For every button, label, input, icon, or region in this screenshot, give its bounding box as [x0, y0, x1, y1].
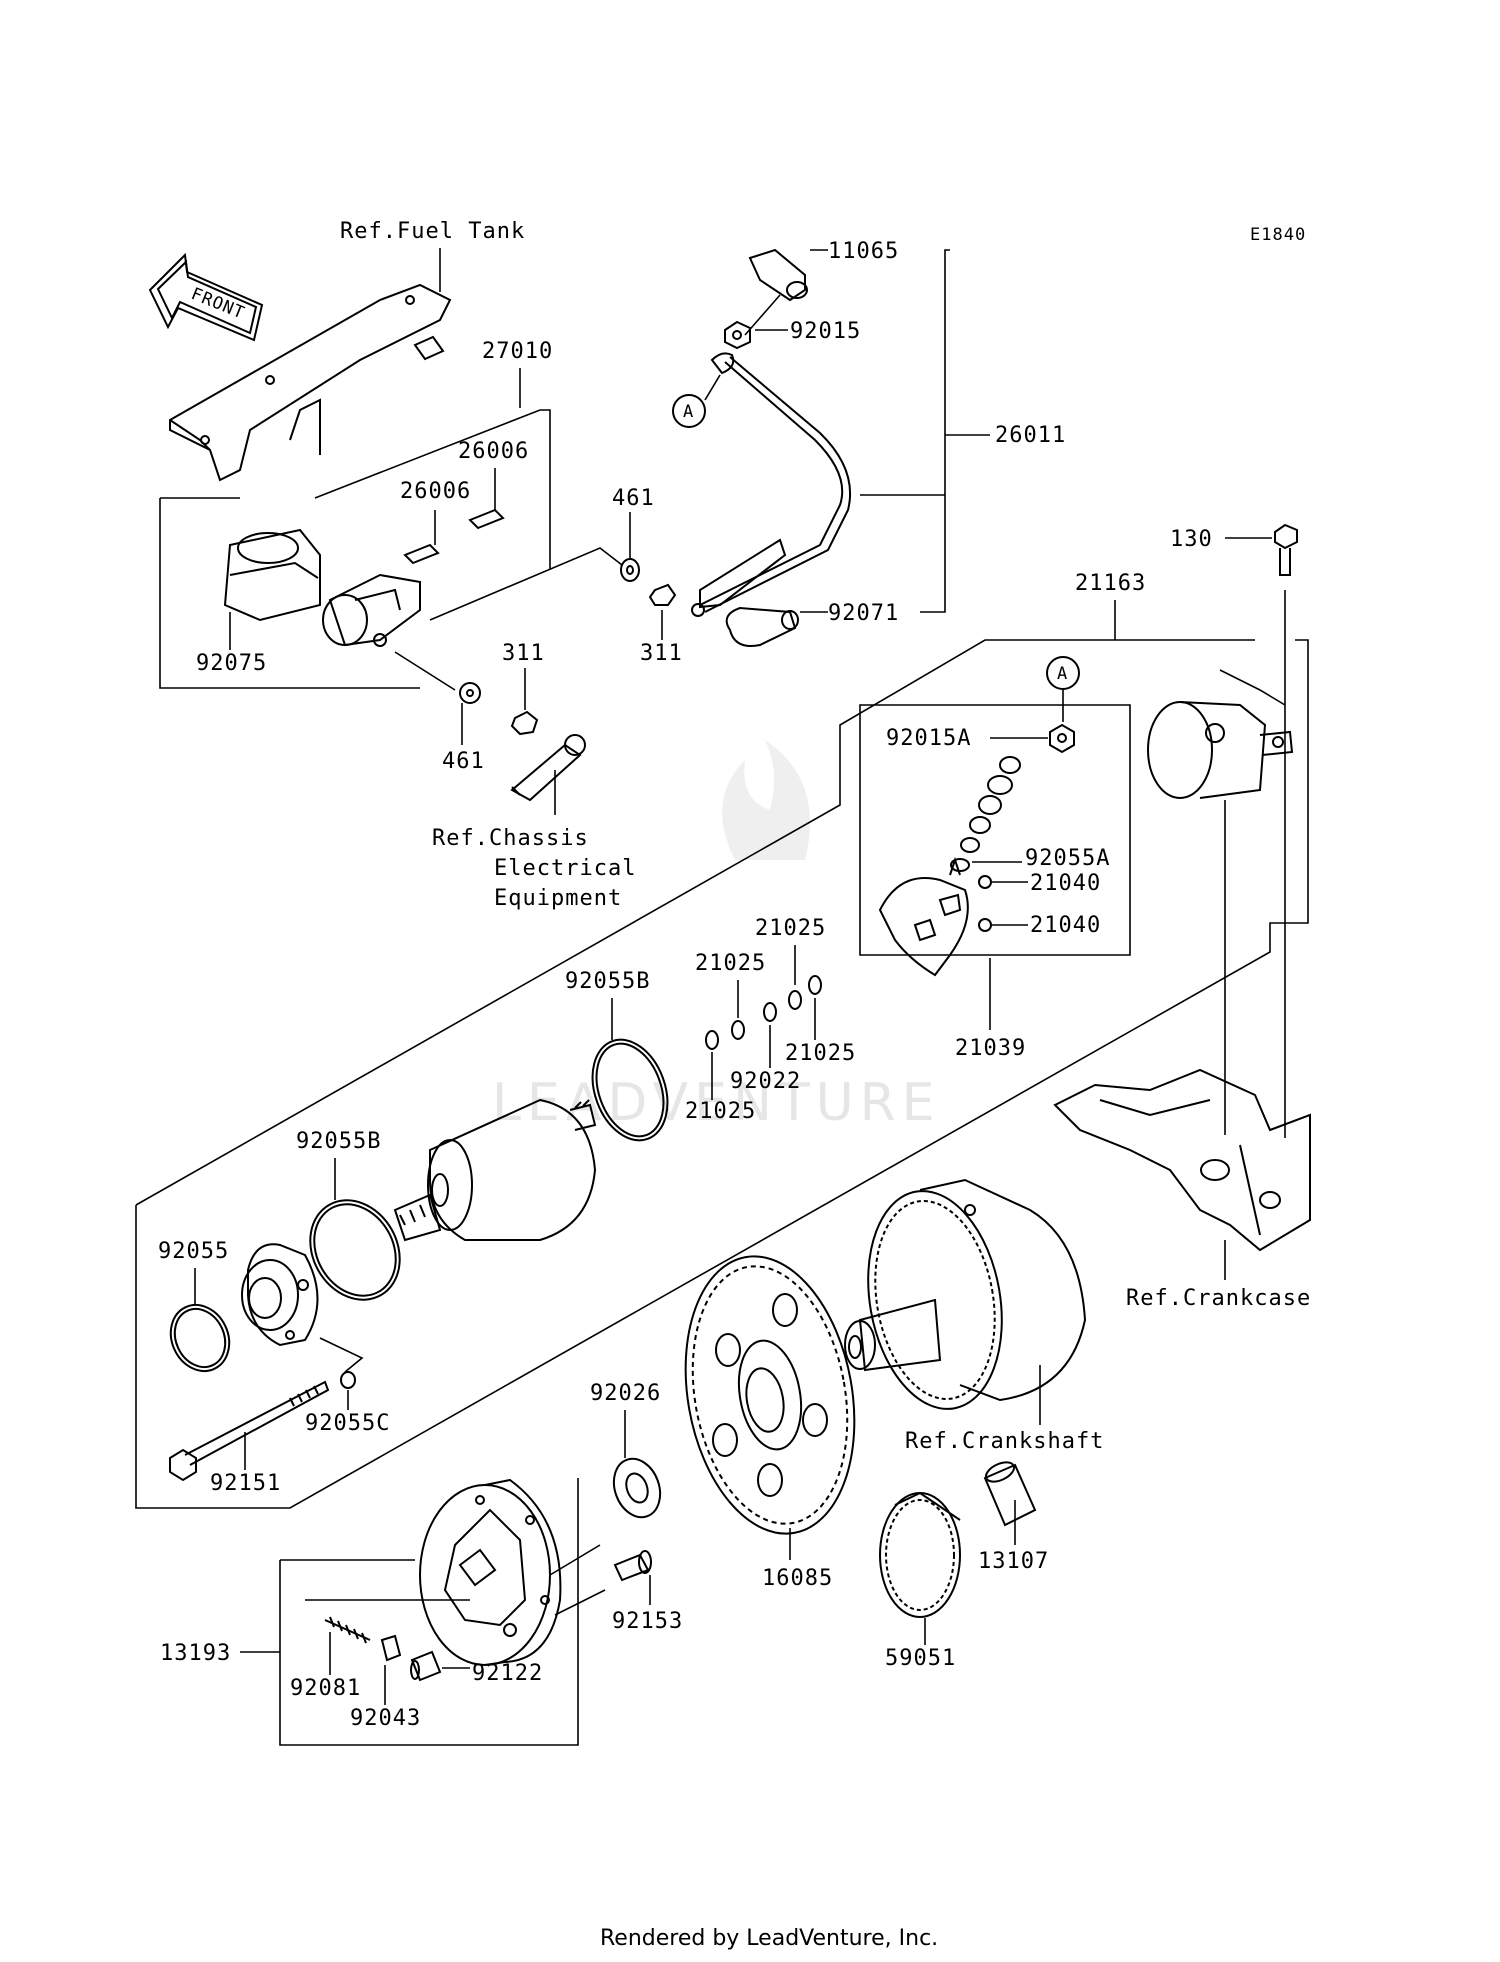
part-92015: 92015: [790, 319, 861, 344]
part-92055A: 92055A: [1025, 846, 1110, 871]
ref-chassis-2: Electrical: [494, 856, 636, 881]
part-92151: 92151: [210, 1471, 281, 1496]
part-27010: 27010: [482, 339, 553, 364]
ref-crankcase: Ref.Crankcase: [1126, 1286, 1311, 1311]
washer-stack: [960, 756, 1021, 853]
part-26011: 26011: [995, 423, 1066, 448]
part-16085: 16085: [762, 1566, 833, 1591]
one-way-clutch: [419, 1478, 562, 1666]
front-arrow-icon: FRONT: [148, 252, 264, 342]
part-21025-c: 21025: [785, 1041, 856, 1066]
nut-311-upper: [648, 583, 677, 606]
part-461-b: 461: [442, 749, 485, 774]
shaft-13107: [983, 1461, 1037, 1527]
callout-a-upper-letter: A: [683, 402, 694, 422]
part-21040-b: 21040: [1030, 913, 1101, 938]
idler-gear-59051: [879, 1491, 961, 1618]
part-92122: 92122: [472, 1661, 543, 1686]
bolt-130: [1274, 523, 1298, 576]
part-92022: 92022: [730, 1069, 801, 1094]
part-21025-a: 21025: [755, 916, 826, 941]
part-311-a: 311: [640, 641, 683, 666]
roller-92122: [410, 1650, 442, 1682]
o-ring-92055: [169, 1303, 231, 1373]
bolt-92153: [613, 1550, 652, 1582]
watermark-text: LEADVENTURE: [492, 1073, 941, 1133]
part-21040-a: 21040: [1030, 871, 1101, 896]
crankcase: [1053, 1068, 1311, 1252]
part-11065: 11065: [828, 239, 899, 264]
part-92055B-b: 92055B: [296, 1129, 381, 1154]
washer-461-upper: [620, 558, 640, 582]
part-21025-d: 21025: [685, 1099, 756, 1124]
part-92071: 92071: [828, 601, 899, 626]
part-92055: 92055: [158, 1239, 229, 1264]
part-461-a: 461: [612, 486, 655, 511]
o-ring-92055A: [950, 858, 970, 872]
terminal-cap: [748, 248, 808, 302]
through-bolt-92151: [169, 1380, 330, 1482]
crankshaft: [844, 1178, 1087, 1410]
part-21163: 21163: [1075, 571, 1146, 596]
part-21039: 21039: [955, 1036, 1026, 1061]
ref-chassis-1: Ref.Chassis: [432, 826, 589, 851]
nut-92015: [724, 320, 751, 350]
callout-a-upper: A: [672, 374, 721, 428]
part-13107: 13107: [978, 1549, 1049, 1574]
starter-yoke: [393, 1098, 597, 1242]
washer-461-lower: [459, 682, 481, 704]
part-130: 130: [1170, 527, 1213, 552]
footer-text: Rendered by LeadVenture, Inc.: [600, 1926, 938, 1951]
part-92055B-a: 92055B: [565, 969, 650, 994]
nut-92015A: [1049, 723, 1075, 754]
part-26006-a: 26006: [400, 479, 471, 504]
ref-fuel-tank: Ref.Fuel Tank: [340, 219, 525, 244]
callout-a-lower-letter: A: [1057, 664, 1068, 684]
brush-plate: [878, 856, 969, 977]
part-92153: 92153: [612, 1609, 683, 1634]
relay-cover: [223, 528, 321, 622]
fuel-tank-bracket: [169, 283, 452, 482]
starter-front-cover: [241, 1243, 319, 1347]
part-92055C: 92055C: [305, 1411, 390, 1436]
part-13193: 13193: [160, 1641, 231, 1666]
fuse: [403, 508, 505, 565]
part-92015A: 92015A: [886, 726, 971, 751]
o-ring-92055B-upper: [591, 1038, 669, 1142]
part-92081: 92081: [290, 1676, 361, 1701]
part-21025-b: 21025: [695, 951, 766, 976]
chassis-terminal: [510, 734, 586, 802]
watermark: LEADVENTURE: [492, 740, 941, 1133]
boot-92071: [725, 606, 799, 647]
shim-set: [705, 975, 822, 1050]
starter-end-cover: [1147, 701, 1294, 799]
starter-gear-16085: [684, 1255, 856, 1535]
starter-cable: [691, 352, 852, 617]
part-92043: 92043: [350, 1706, 421, 1731]
part-92075: 92075: [196, 651, 267, 676]
part-59051: 59051: [885, 1646, 956, 1671]
part-311-b: 311: [502, 641, 545, 666]
spring-92081: [324, 1616, 371, 1644]
brush-21040-b: [978, 918, 992, 932]
callout-a-lower: A: [1046, 656, 1080, 722]
o-ring-92055C: [340, 1371, 356, 1389]
brush-21040-a: [978, 875, 992, 889]
ref-crankshaft: Ref.Crankshaft: [905, 1429, 1104, 1454]
o-ring-92055B-lower: [309, 1199, 401, 1301]
diagram-code: E1840: [1250, 225, 1306, 245]
part-26006-b: 26006: [458, 439, 529, 464]
pin-92043: [380, 1634, 402, 1662]
starter-relay: [322, 573, 421, 647]
part-92026: 92026: [590, 1381, 661, 1406]
nut-311-lower: [510, 710, 539, 736]
ref-chassis-3: Equipment: [494, 886, 622, 911]
washer-92026: [612, 1457, 662, 1519]
